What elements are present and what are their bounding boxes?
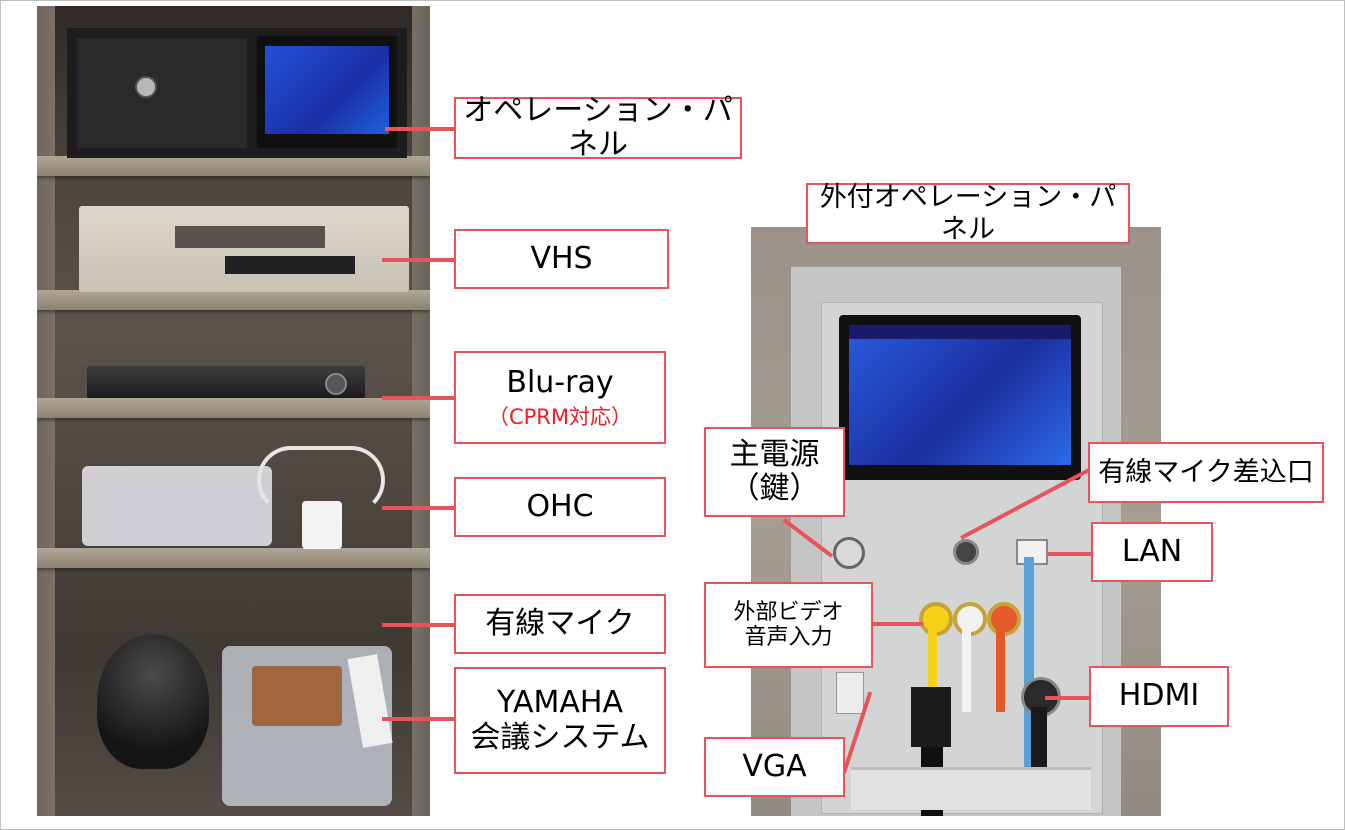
cable-tray: [851, 767, 1091, 810]
leader-line: [382, 506, 455, 510]
bluray-knob: [325, 373, 347, 395]
leader-line: [1045, 696, 1090, 700]
rca-cable: [996, 627, 1005, 712]
label-wired-mic-jack: 有線マイク差込口: [1088, 442, 1324, 503]
ohc-bag: [82, 466, 272, 546]
label-text: OHC: [526, 488, 594, 524]
label-text: HDMI: [1118, 678, 1200, 714]
rca-cable: [928, 627, 937, 712]
bluray-player: [87, 366, 365, 398]
label-yamaha: YAMAHA 会議システム: [454, 667, 666, 774]
label-text: VGA: [742, 748, 807, 784]
label-wired-mic: 有線マイク: [454, 594, 666, 654]
label-text: （鍵）: [729, 471, 820, 506]
label-operation-panel: オペレーション・パネル: [454, 93, 742, 162]
label-text: 会議システム: [470, 719, 650, 755]
label-vga: VGA: [704, 737, 845, 797]
external-panel-photo: [751, 227, 1161, 816]
label-text: 音声入力: [744, 625, 833, 650]
key-icon: [135, 76, 157, 98]
ohc-cable: [257, 446, 385, 514]
label-note: （CPRM対応）: [487, 404, 633, 429]
label-text: 外付オペレーション・パネル: [819, 182, 1117, 245]
label-vhs: VHS: [454, 229, 669, 289]
ohc-adapter: [302, 501, 342, 549]
label-hdmi: HDMI: [1089, 666, 1229, 727]
external-screen-topbar: [849, 325, 1071, 339]
label-text: 主電源: [729, 436, 820, 472]
label-text: VHS: [530, 240, 593, 276]
leader-line: [1048, 552, 1092, 556]
equipment-rack-photo: [37, 6, 430, 816]
label-main-power: 主電源 （鍵）: [704, 427, 845, 517]
external-touch-screen: [839, 315, 1081, 480]
touch-screen-display: [265, 46, 389, 134]
label-ohc: OHC: [454, 477, 666, 537]
touch-screen: [257, 36, 397, 148]
operation-panel-device: [67, 28, 407, 158]
leader-line: [382, 258, 455, 262]
lan-cable: [1024, 557, 1034, 787]
leader-line: [382, 717, 455, 721]
label-lan: LAN: [1091, 522, 1213, 582]
rack-shelf: [37, 548, 430, 568]
vhs-display: [225, 256, 355, 274]
rack-shelf: [37, 398, 430, 418]
label-text: 有線マイク差込口: [1098, 456, 1314, 488]
power-outlet: [836, 672, 864, 714]
label-text: LAN: [1121, 533, 1183, 569]
label-text: YAMAHA: [496, 685, 623, 720]
label-text: 外部ビデオ: [733, 599, 844, 625]
yamaha-speakerphone: [97, 634, 209, 769]
vhs-deck: [79, 206, 409, 292]
label-text: Blu-ray: [506, 365, 614, 401]
vga-connector: [911, 687, 951, 747]
label-text: 有線マイク: [485, 605, 635, 641]
bag-print: [252, 666, 342, 726]
leader-line: [382, 396, 455, 400]
rack-shelf: [37, 156, 430, 176]
external-screen-display: [849, 325, 1071, 465]
mic-jack-icon: [953, 539, 979, 565]
main-power-key-icon: [833, 537, 865, 569]
rack-shelf: [37, 290, 430, 310]
rca-cable: [962, 627, 971, 712]
rca-audio-right-jack: [987, 602, 1021, 636]
label-bluray: Blu-ray （CPRM対応）: [454, 351, 666, 444]
key-switch-panel: [77, 38, 247, 148]
label-external-video: 外部ビデオ 音声入力: [704, 582, 873, 668]
label-text: オペレーション・パネル: [463, 92, 733, 162]
cassette-slot: [175, 226, 325, 248]
leader-line: [382, 623, 455, 627]
label-external-panel: 外付オペレーション・パネル: [806, 182, 1130, 245]
leader-line: [873, 622, 923, 626]
leader-line: [385, 127, 455, 131]
